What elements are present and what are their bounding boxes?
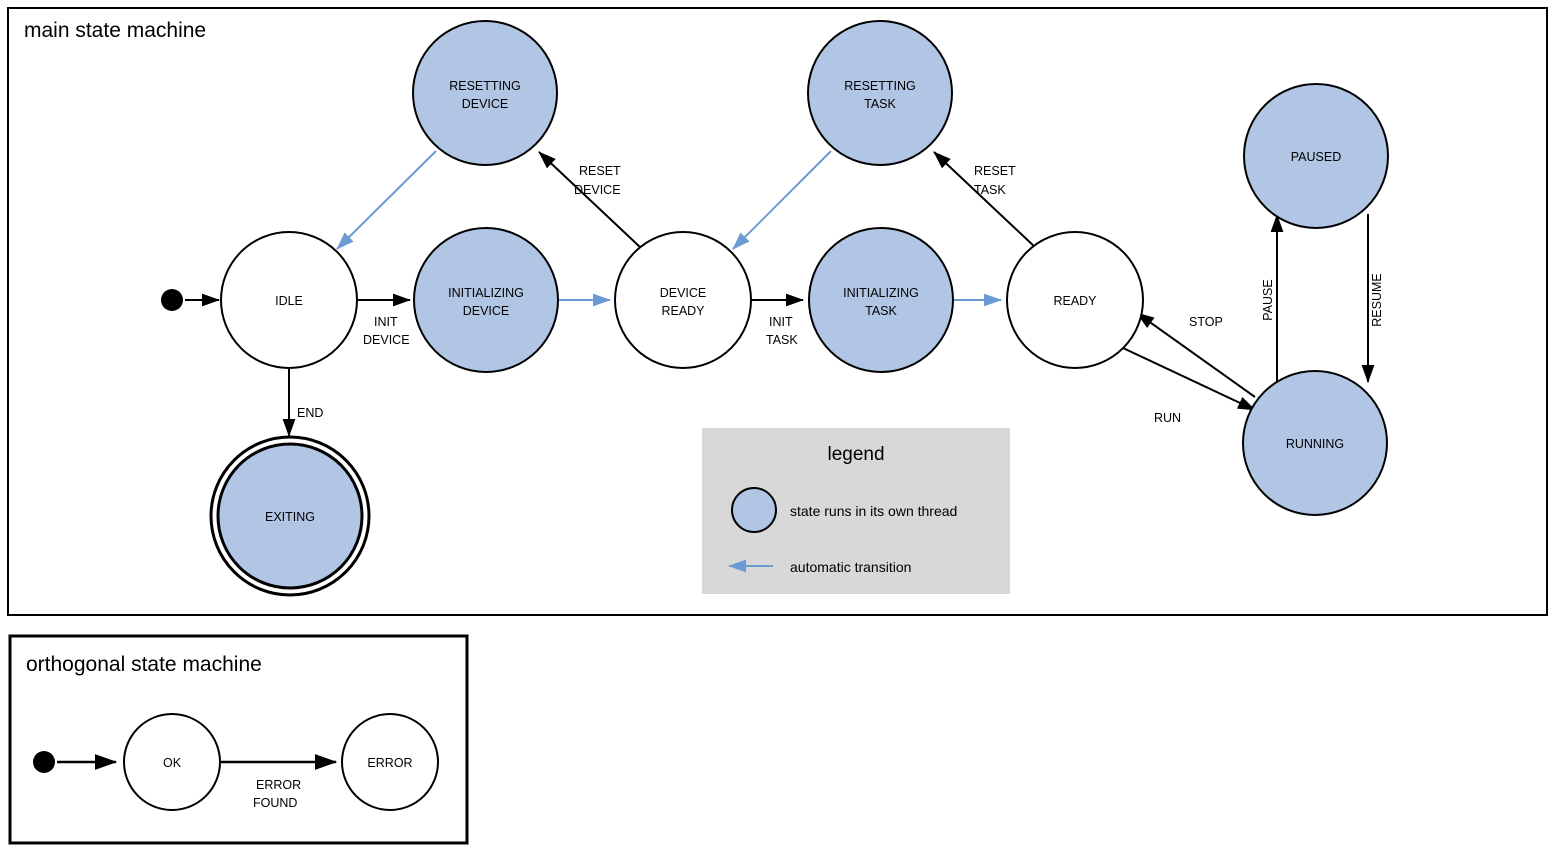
transition-resetting-device-auto (336, 150, 437, 250)
initial-state-marker-orthogonal (33, 751, 55, 773)
orthogonal-transitions-layer: ERROR FOUND (57, 753, 338, 810)
state-node-initializing-task[interactable]: INITIALIZING TASK (808, 227, 954, 373)
state-circle-paused[interactable] (1243, 83, 1389, 229)
transitions-layer (185, 150, 1375, 437)
state-node-ready[interactable]: READY (1006, 231, 1144, 369)
legend-threaded-state-text: state runs in its own thread (790, 503, 957, 519)
state-node-resetting-device[interactable]: RESETTING DEVICE (412, 20, 558, 166)
transition-ready-reset-task (933, 151, 1037, 249)
transition-device-ready-reset-device (538, 151, 642, 249)
main-frame-title: main state machine (24, 19, 206, 42)
state-label-running: RUNNING (1286, 437, 1344, 451)
label-reset-task-line2: TASK (974, 183, 1006, 197)
state-circle-ok[interactable] (123, 713, 221, 811)
state-label-device-ready-line1: DEVICE (660, 286, 707, 300)
state-circle-ready[interactable] (1006, 231, 1144, 369)
state-circle-error[interactable] (341, 713, 439, 811)
label-error-found-line2: FOUND (253, 796, 297, 810)
state-circle-resetting-device[interactable] (412, 20, 558, 166)
transition-running-stop (1136, 312, 1256, 398)
state-label-resetting-device-line1: RESETTING (449, 79, 521, 93)
state-node-resetting-task[interactable]: RESETTING TASK (807, 20, 953, 166)
transition-labels-layer: INIT DEVICE RESET DEVICE INIT TASK RESET… (297, 164, 1384, 425)
orthogonal-frame-title: orthogonal state machine (26, 653, 262, 676)
state-label-resetting-task-line1: RESETTING (844, 79, 916, 93)
state-node-ok[interactable]: OK (123, 713, 221, 811)
state-node-initializing-device[interactable]: INITIALIZING DEVICE (413, 227, 559, 373)
state-label-exiting: EXITING (265, 510, 315, 524)
state-label-resetting-task-line2: TASK (864, 97, 896, 111)
state-label-ready: READY (1053, 294, 1097, 308)
label-init-task-line1: INIT (769, 315, 793, 329)
state-circle-idle[interactable] (220, 231, 358, 369)
label-reset-device-line1: RESET (579, 164, 621, 178)
state-node-paused[interactable]: PAUSED (1243, 83, 1389, 229)
state-label-device-ready-line2: READY (661, 304, 705, 318)
state-circle-device-ready[interactable] (614, 231, 752, 369)
initial-state-marker-main (161, 289, 183, 311)
state-node-exiting[interactable]: EXITING (209, 435, 371, 597)
label-init-device-line2: DEVICE (363, 333, 410, 347)
transition-ready-run (1122, 347, 1256, 411)
legend-box: legend state runs in its own thread auto… (702, 428, 1010, 594)
state-node-idle[interactable]: IDLE (220, 231, 358, 369)
legend-auto-transition-text: automatic transition (790, 559, 911, 575)
label-init-device-line1: INIT (374, 315, 398, 329)
label-error-found-line1: ERROR (256, 778, 301, 792)
transition-resetting-task-auto (732, 150, 832, 250)
state-label-paused: PAUSED (1291, 150, 1341, 164)
label-reset-task-line1: RESET (974, 164, 1016, 178)
label-stop: STOP (1189, 315, 1223, 329)
state-label-error: ERROR (367, 756, 412, 770)
state-label-idle: IDLE (275, 294, 303, 308)
state-circle-initializing-task[interactable] (808, 227, 954, 373)
label-run: RUN (1154, 411, 1181, 425)
state-label-ok: OK (163, 756, 182, 770)
state-label-initializing-device-line1: INITIALIZING (448, 286, 524, 300)
state-node-error[interactable]: ERROR (341, 713, 439, 811)
state-node-device-ready[interactable]: DEVICE READY (614, 231, 752, 369)
label-pause: PAUSE (1261, 279, 1275, 320)
state-label-initializing-task-line1: INITIALIZING (843, 286, 919, 300)
state-circle-exiting[interactable] (216, 442, 364, 590)
label-reset-device-line2: DEVICE (574, 183, 621, 197)
state-label-resetting-device-line2: DEVICE (462, 97, 509, 111)
state-circle-resetting-task[interactable] (807, 20, 953, 166)
state-circle-initializing-device[interactable] (413, 227, 559, 373)
state-node-running[interactable]: RUNNING (1242, 370, 1388, 516)
state-label-initializing-task-line2: TASK (865, 304, 897, 318)
legend-title: legend (827, 444, 884, 465)
label-init-task-line2: TASK (766, 333, 798, 347)
legend-threaded-state-swatch-icon (731, 487, 777, 533)
state-label-initializing-device-line2: DEVICE (463, 304, 510, 318)
label-end: END (297, 406, 323, 420)
label-resume: RESUME (1370, 273, 1384, 326)
orthogonal-states-layer: OK ERROR (33, 713, 439, 811)
state-circle-running[interactable] (1242, 370, 1388, 516)
states-layer: RESETTING DEVICE RESETTING TASK PAUSED I… (161, 20, 1389, 597)
